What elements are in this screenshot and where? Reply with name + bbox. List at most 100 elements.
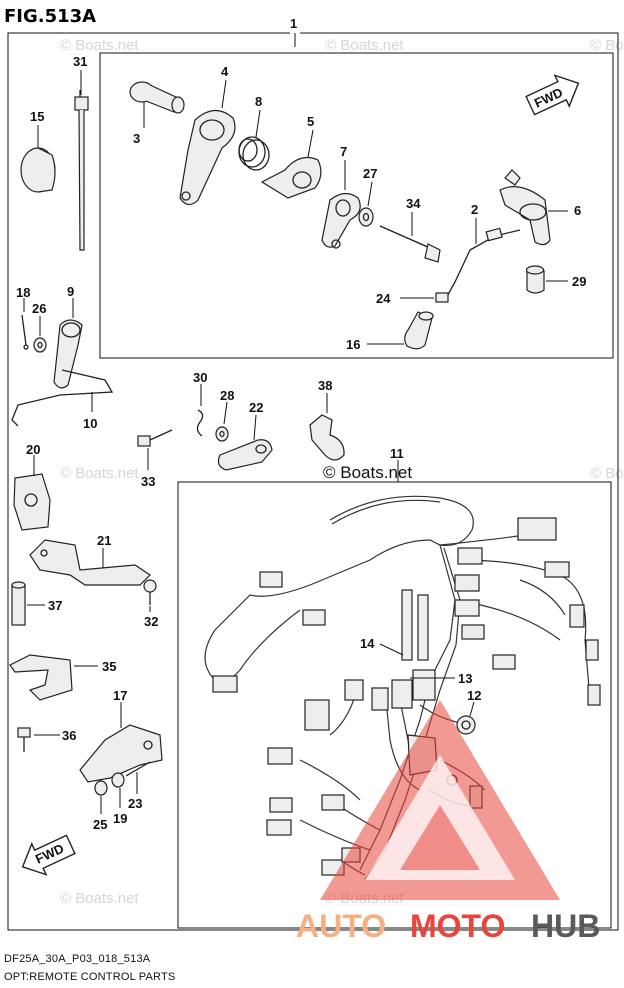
callout-10: 10 <box>83 416 97 431</box>
part-20-damper <box>13 473 51 531</box>
automotohub-logo <box>320 700 560 900</box>
callout-11: 11 <box>390 446 404 461</box>
part-34-bolt <box>379 225 441 263</box>
watermark-boats: © Boats.net <box>325 37 404 54</box>
part-8-spring <box>238 136 270 171</box>
callout-19: 19 <box>113 811 127 826</box>
callout-26: 26 <box>32 301 46 316</box>
part-37-collar <box>11 581 26 626</box>
part-32-screw <box>143 579 157 605</box>
watermark-boats: © Boats.net <box>60 37 139 54</box>
part-27-washer <box>358 207 374 227</box>
part-25-nut <box>94 780 108 796</box>
callout-31: 31 <box>73 54 87 69</box>
part-7-bracket <box>321 192 361 249</box>
callout-7: 7 <box>340 144 347 159</box>
part-3-bushing <box>129 81 185 114</box>
part-10-rod <box>11 369 114 427</box>
leader-22 <box>253 414 257 441</box>
callout-18: 18 <box>16 285 30 300</box>
callout-32: 32 <box>144 614 158 629</box>
callout-14: 14 <box>360 636 375 651</box>
fwd-arrow-top: FWD <box>525 74 580 116</box>
callout-28: 28 <box>220 388 234 403</box>
figure-title: FIG.513A <box>4 6 96 27</box>
part-35-plate <box>9 654 73 701</box>
leader-12 <box>469 701 475 717</box>
part-26-washer <box>33 337 47 353</box>
callout-25: 25 <box>93 817 107 832</box>
part-18-pin <box>21 314 29 350</box>
part-5-cam <box>260 157 322 199</box>
callout-16: 16 <box>346 337 360 352</box>
callout-24: 24 <box>376 291 391 306</box>
leader-5 <box>307 129 314 158</box>
callout-29: 29 <box>572 274 586 289</box>
part-29-bush <box>525 265 545 294</box>
part-15-grommet <box>20 147 56 193</box>
callout-3: 3 <box>133 131 140 146</box>
watermark-boats: © Boats.net <box>60 465 139 482</box>
callout-12: 12 <box>467 688 481 703</box>
figure-caption: OPT:REMOTE CONTROL PARTS <box>4 971 175 983</box>
callout-27: 27 <box>363 166 377 181</box>
part-21-bracket <box>29 539 151 586</box>
part-23-stud <box>125 761 151 777</box>
callout-2: 2 <box>471 202 478 217</box>
leader-8 <box>255 109 261 138</box>
callout-9: 9 <box>67 284 74 299</box>
part-17-bracket <box>79 724 163 783</box>
part-38-clamp <box>309 414 345 461</box>
brand-hub: HUB <box>531 908 600 944</box>
callout-20: 20 <box>26 442 40 457</box>
watermark-boats: © Boats.net <box>590 465 624 482</box>
leader-4 <box>221 79 227 109</box>
callout-35: 35 <box>102 659 116 674</box>
watermark-boats-center: © Boats.net <box>323 463 412 482</box>
callout-22: 22 <box>249 400 263 415</box>
brand-auto: AUTO <box>296 908 386 944</box>
part-24-nut <box>435 292 449 303</box>
callout-1: 1 <box>290 16 297 31</box>
fwd-arrow-bottom <box>21 834 76 876</box>
callout-33: 33 <box>141 474 155 489</box>
callout-6: 6 <box>574 203 581 218</box>
callout-4: 4 <box>221 64 229 79</box>
callout-8: 8 <box>255 94 262 109</box>
callout-23: 23 <box>128 796 142 811</box>
figure-code: DF25A_30A_P03_018_513A <box>4 953 151 965</box>
part-33-bolt <box>137 429 173 447</box>
callout-21: 21 <box>97 533 111 548</box>
callout-37: 37 <box>48 598 62 613</box>
brand-moto: MOTO <box>410 908 505 944</box>
callout-17: 17 <box>113 688 127 703</box>
linkage-box <box>99 52 614 359</box>
callout-38: 38 <box>318 378 332 393</box>
part-12-switch <box>456 715 476 735</box>
part-28-washer <box>215 426 229 442</box>
callout-15: 15 <box>30 109 44 124</box>
leader-28 <box>223 401 228 425</box>
watermark-boats: © Boats.net <box>60 890 139 907</box>
part-22-lever <box>217 439 273 471</box>
part-6-lever <box>499 169 551 246</box>
part-30-clip <box>196 409 204 437</box>
callout-30: 30 <box>193 370 207 385</box>
part-19-washer <box>111 772 125 788</box>
part-16-joint <box>404 311 434 350</box>
leader-14 <box>379 643 404 656</box>
part-9-lever <box>53 319 83 389</box>
harness-box <box>177 481 612 929</box>
callout-5: 5 <box>307 114 314 129</box>
part-2-rod <box>444 227 521 301</box>
callout-36: 36 <box>62 728 76 743</box>
outer-frame <box>7 32 619 931</box>
callout-13: 13 <box>458 671 472 686</box>
callout-34: 34 <box>406 196 421 211</box>
part-4-lever <box>179 109 236 206</box>
leader-27 <box>367 181 373 207</box>
part-36-bolt <box>17 727 31 752</box>
watermark-boats: © Boats.net <box>590 37 624 54</box>
part-31-cable-tie <box>74 90 89 251</box>
